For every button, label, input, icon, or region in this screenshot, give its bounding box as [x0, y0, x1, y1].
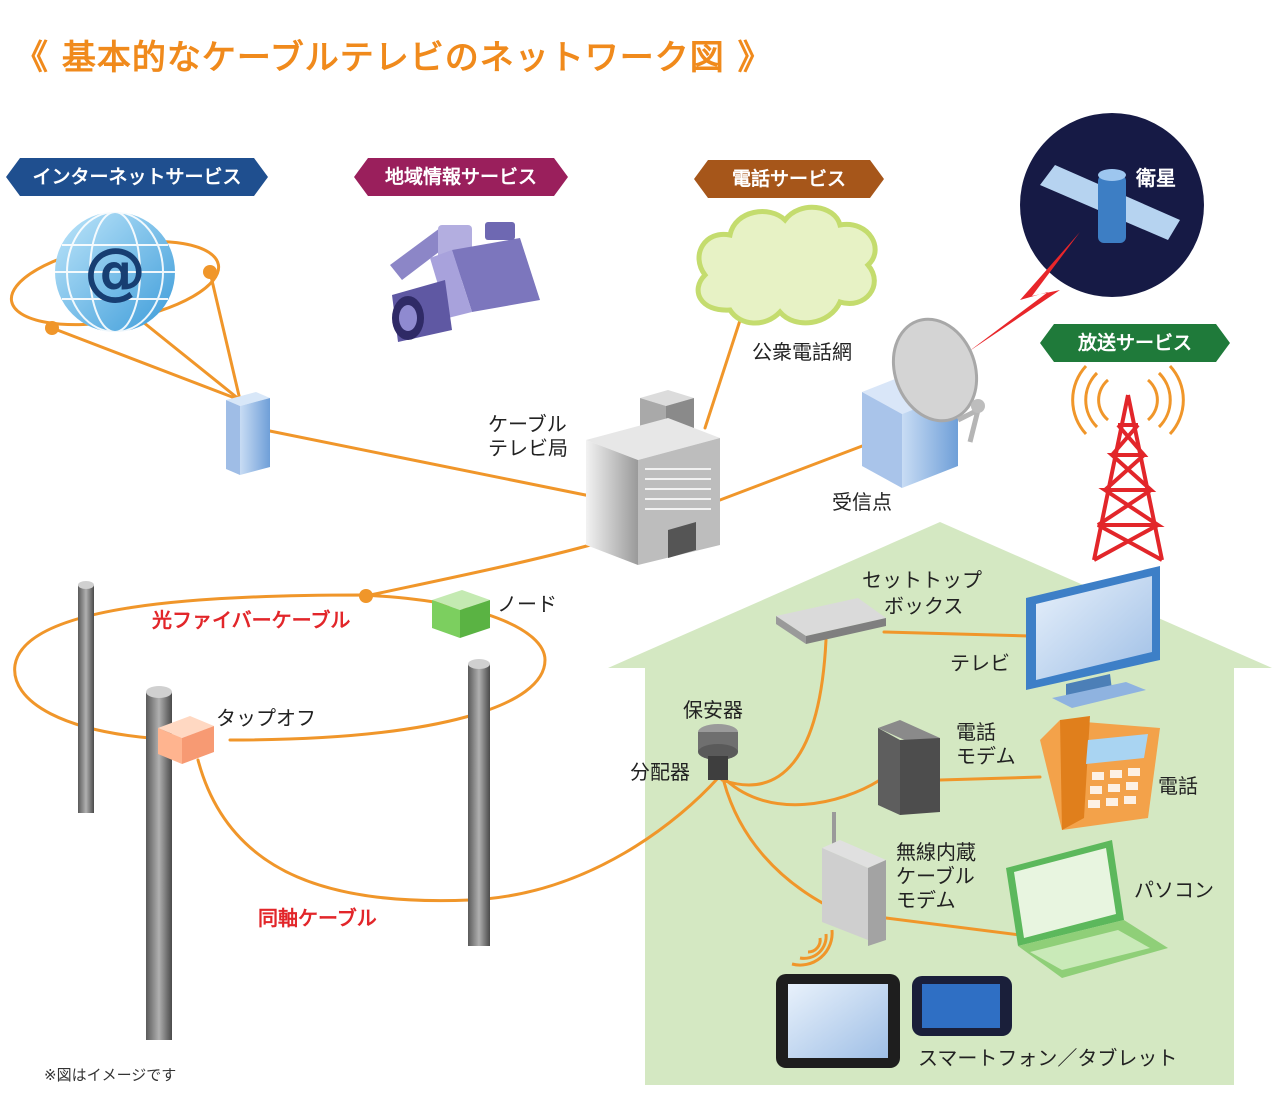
- set-top-box-icon: [776, 598, 886, 644]
- label-receiving-point: 受信点: [832, 490, 892, 514]
- station-to-cloud: [703, 303, 747, 430]
- internet-link-2: [136, 316, 242, 402]
- utility-poles: [78, 581, 490, 1040]
- node-box-icon: [432, 590, 490, 638]
- svg-text:@: @: [84, 234, 146, 307]
- label-protector: 保安器: [683, 698, 743, 722]
- label-smartphone-tablet: スマートフォン／タブレット: [918, 1046, 1178, 1070]
- label-phone-modem-line2: モデム: [956, 744, 1016, 768]
- internet-server-icon: [226, 392, 270, 475]
- satellite-dish-icon: [862, 317, 985, 488]
- badge-regional-info-service: 地域情報サービス: [354, 158, 568, 196]
- smartphone-icon: [912, 976, 1012, 1036]
- splitter-to-wireless: [722, 780, 828, 907]
- internet-link-3: [208, 270, 242, 402]
- phone-modem-to-phone: [938, 775, 1042, 782]
- label-coax-cable: 同軸ケーブル: [258, 906, 377, 930]
- splitter-to-phone-modem: [724, 778, 882, 807]
- label-node: ノード: [497, 592, 557, 616]
- badge-broadcast-service: 放送サービス: [1040, 324, 1230, 362]
- label-phone-modem-line1: 電話: [956, 720, 996, 744]
- tablet-icon: [776, 974, 900, 1068]
- satellite-icon: [1020, 113, 1204, 297]
- laptop-icon: [1006, 840, 1168, 978]
- splitter-to-stb: [720, 638, 828, 787]
- wireless-to-pc: [884, 916, 1022, 937]
- badge-internet-service: インターネットサービス: [6, 158, 268, 196]
- badge-phone-service: 電話サービス: [694, 160, 884, 198]
- label-cable-tv-station-line1: ケーブル: [488, 412, 567, 436]
- broadcast-tower-icon: [1071, 364, 1185, 562]
- label-wireless-modem-line1: 無線内蔵: [896, 840, 976, 864]
- label-optical-fiber-cable: 光ファイバーケーブル: [152, 608, 351, 632]
- cables: [9, 239, 1042, 937]
- label-tap-off: タップオフ: [216, 706, 316, 730]
- label-telephone: 電話: [1158, 774, 1198, 798]
- label-wireless-modem-line2: ケーブル: [896, 864, 975, 888]
- label-pc: パソコン: [1134, 878, 1214, 902]
- at-sign-globe-icon: @: [55, 211, 175, 333]
- label-set-top-box-line2: ボックス: [884, 594, 964, 618]
- label-cable-tv-station-line2: テレビ局: [488, 436, 568, 460]
- cloud-icon: [695, 204, 878, 326]
- phone-modem-icon: [878, 720, 940, 815]
- stb-to-tv: [882, 630, 1032, 638]
- protector-splitter-icon: [698, 724, 738, 780]
- label-set-top-box-line1: セットトップ: [862, 568, 982, 592]
- label-tv: テレビ: [950, 651, 1010, 675]
- label-wireless-modem-line3: モデム: [896, 888, 956, 912]
- footnote: ※図はイメージです: [44, 1066, 177, 1084]
- wireless-modem-icon: [791, 812, 886, 967]
- telephone-icon: [1040, 716, 1160, 830]
- label-splitter: 分配器: [630, 760, 690, 784]
- tv-icon: [1026, 566, 1160, 708]
- video-camera-icon: [390, 222, 540, 342]
- station-to-receiver: [718, 438, 880, 502]
- label-public-phone-network: 公衆電話網: [752, 340, 852, 364]
- office-building-icon: [586, 390, 720, 565]
- station-to-node: [364, 538, 610, 598]
- tap-off-box-icon: [158, 716, 214, 764]
- internet-link-1: [50, 326, 242, 402]
- page-title: 《 基本的なケーブルテレビのネットワーク図 》: [14, 38, 773, 78]
- label-satellite: 衛星: [1136, 166, 1176, 190]
- server-to-station: [253, 426, 612, 502]
